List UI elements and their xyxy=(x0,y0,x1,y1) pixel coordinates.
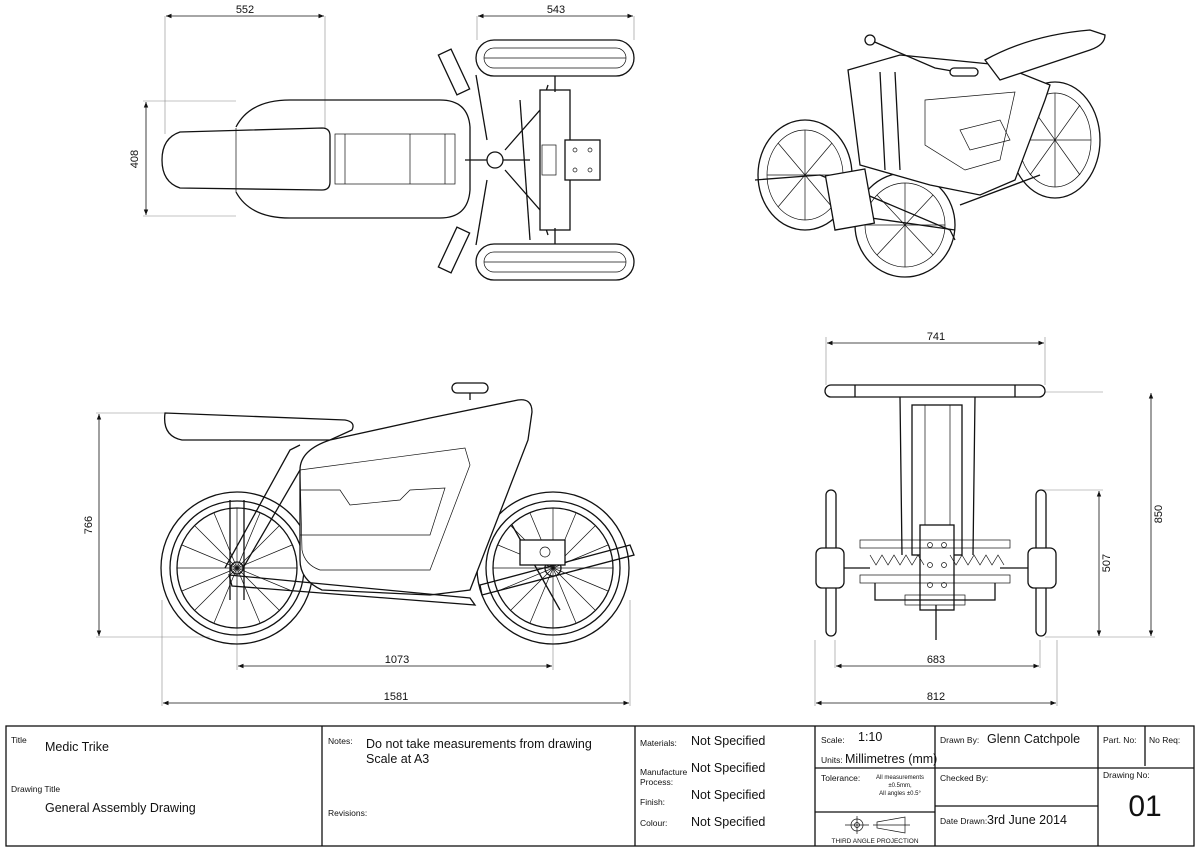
svg-text:543: 543 xyxy=(547,4,565,16)
title-value: Medic Trike xyxy=(45,740,109,754)
side-elevation-view: 766 1073 1581 xyxy=(83,382,635,706)
tolerance-line-1: All measurements xyxy=(876,775,924,781)
top-plan-view: 552 543 408 xyxy=(129,4,635,281)
date-drawn-label: Date Drawn: xyxy=(940,816,987,826)
notes-label: Notes: xyxy=(328,736,353,746)
manufacture-label-2: Process: xyxy=(640,777,673,787)
colour-value: Not Specified xyxy=(691,815,765,829)
revisions-label: Revisions: xyxy=(328,808,367,818)
tolerance-label: Tolerance: xyxy=(821,773,860,783)
finish-label: Finish: xyxy=(640,797,665,807)
svg-text:552: 552 xyxy=(236,4,254,16)
third-angle-projection-symbol xyxy=(845,816,910,834)
dimension-507: 507 xyxy=(1096,491,1113,636)
drawing-title-value: General Assembly Drawing xyxy=(45,801,196,815)
projection-label: THIRD ANGLE PROJECTION xyxy=(831,838,918,845)
units-value: Millimetres (mm) xyxy=(845,752,937,766)
svg-text:507: 507 xyxy=(1101,554,1113,572)
tolerance-line-3: All angles ±0.5° xyxy=(879,791,921,797)
tolerance-line-2: ±0.5mm, xyxy=(888,783,912,789)
dimension-812: 812 xyxy=(816,691,1056,706)
svg-text:408: 408 xyxy=(129,150,141,168)
date-drawn-value: 3rd June 2014 xyxy=(987,813,1067,827)
isometric-view xyxy=(754,29,1106,278)
dimension-408: 408 xyxy=(129,102,149,215)
notes-line-2: Scale at A3 xyxy=(366,752,429,766)
part-no-label: Part. No: xyxy=(1103,735,1137,745)
front-elevation-view: 741 850 507 683 812 xyxy=(814,331,1165,706)
svg-text:766: 766 xyxy=(83,516,95,534)
dimension-766: 766 xyxy=(83,414,102,636)
drawn-by-label: Drawn By: xyxy=(940,735,979,745)
drawing-no-value: 01 xyxy=(1128,790,1161,823)
title-label: Title xyxy=(11,735,27,745)
svg-text:1581: 1581 xyxy=(384,691,408,703)
svg-text:812: 812 xyxy=(927,691,945,703)
materials-label: Materials: xyxy=(640,738,677,748)
colour-label: Colour: xyxy=(640,818,667,828)
manufacture-value: Not Specified xyxy=(691,761,765,775)
units-label: Units: xyxy=(821,755,843,765)
title-block: Title Medic Trike Drawing Title General … xyxy=(5,725,1195,847)
drawn-by-value: Glenn Catchpole xyxy=(987,732,1080,746)
scale-value: 1:10 xyxy=(858,730,882,744)
svg-text:683: 683 xyxy=(927,654,945,666)
manufacture-label-1: Manufacture xyxy=(640,767,688,777)
dimension-683: 683 xyxy=(836,654,1039,669)
dimension-850: 850 xyxy=(1148,393,1165,636)
dimension-741: 741 xyxy=(827,331,1044,346)
dimension-543: 543 xyxy=(478,4,633,19)
dimension-1581: 1581 xyxy=(163,691,629,706)
svg-text:850: 850 xyxy=(1153,505,1165,523)
finish-value: Not Specified xyxy=(691,788,765,802)
no-req-label: No Req: xyxy=(1149,735,1180,745)
materials-value: Not Specified xyxy=(691,734,765,748)
notes-line-1: Do not take measurements from drawing xyxy=(366,737,592,751)
drawing-no-label: Drawing No: xyxy=(1103,770,1150,780)
svg-text:1073: 1073 xyxy=(385,654,409,666)
dimension-1073: 1073 xyxy=(238,654,552,669)
drawing-title-label: Drawing Title xyxy=(11,784,60,794)
dimension-552: 552 xyxy=(166,4,324,19)
svg-text:741: 741 xyxy=(927,331,945,343)
checked-by-label: Checked By: xyxy=(940,773,988,783)
scale-label: Scale: xyxy=(821,735,845,745)
